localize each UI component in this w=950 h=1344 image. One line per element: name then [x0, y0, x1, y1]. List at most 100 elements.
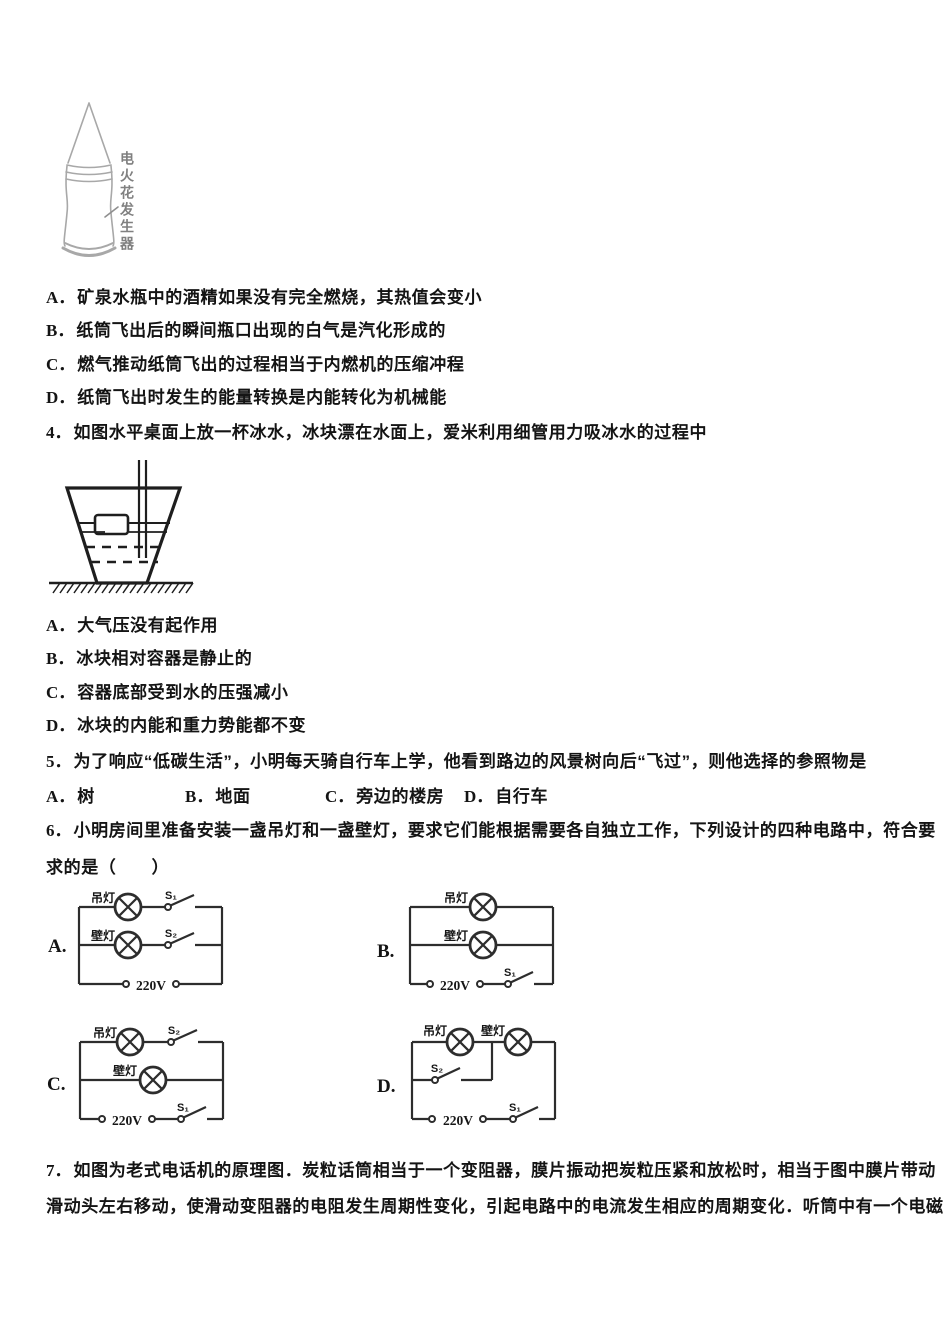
ceiling-lamp-icon [445, 1027, 475, 1057]
question-text: 求的是（ ） [46, 858, 170, 877]
question-text: 为了响应“低碳生活”，小明每天骑自行车上学，他看到路边的风景树向后“飞过”，则他… [73, 752, 867, 771]
ice-cube [93, 513, 130, 536]
question-text: 滑动头左右移动，使滑动变阻器的电阻发生周期性变化，引起电路中的电流发生相应的周期… [46, 1197, 944, 1216]
switch-s1-icon [164, 893, 195, 911]
q4-stem: 4．如图水平桌面上放一杯冰水，冰块漂在水面上，爱米利用细管用力吸冰水的过程中 [46, 422, 707, 443]
circuit-wires [408, 905, 555, 986]
option-text: 自行车 [495, 787, 549, 806]
ceiling-lamp-icon [468, 892, 498, 922]
question-number: 6． [46, 821, 72, 840]
option-text: 冰块相对容器是静止的 [76, 649, 253, 668]
battery-terminal [148, 1115, 156, 1123]
q7-stem-line1: 7．如图为老式电话机的原理图．炭粒话筒相当于一个变阻器，膜片振动把炭粒压紧和放松… [46, 1160, 936, 1181]
bottle-right-side [109, 165, 115, 247]
q6-stem-line2: 求的是（ ） [46, 857, 169, 878]
option-letter: D． [464, 787, 494, 806]
question-number: 5． [46, 752, 72, 771]
battery-terminal [476, 980, 484, 988]
option-text: 纸筒飞出后的瞬间瓶口出现的白气是汽化形成的 [76, 321, 446, 340]
option-letter: B． [46, 321, 75, 340]
option-letter: B． [46, 649, 75, 668]
option-letter: A． [46, 288, 76, 307]
battery-terminal [172, 980, 180, 988]
switch-s1-icon [509, 1106, 539, 1123]
q4-option-c: C．容器底部受到水的压强减小 [46, 682, 288, 703]
circuit-a-figure: 吊灯 壁灯 S₁ S₂ 220V [77, 890, 224, 993]
bottle-left-side [63, 165, 69, 247]
s1-label: S₁ [165, 890, 177, 902]
option-text: 冰块的内能和重力势能都不变 [77, 716, 307, 735]
q3-option-c: C．燃气推动纸筒飞出的过程相当于内燃机的压缩冲程 [46, 354, 464, 375]
q3-option-a: A．矿泉水瓶中的酒精如果没有完全燃烧，其热值会变小 [46, 287, 482, 308]
q7-stem-line2: 滑动头左右移动，使滑动变阻器的电阻发生周期性变化，引起电路中的电流发生相应的周期… [46, 1196, 944, 1217]
voltage-label: 220V [440, 978, 470, 993]
ceiling-lamp-label: 吊灯 [444, 890, 468, 905]
option-text: 矿泉水瓶中的酒精如果没有完全燃烧，其热值会变小 [77, 288, 483, 307]
option-letter: A． [46, 616, 76, 635]
voltage-label: 220V [112, 1113, 142, 1128]
bottle-neck-rings [65, 164, 113, 183]
ceiling-lamp-label: 吊灯 [91, 890, 115, 905]
s1-label: S₁ [504, 967, 516, 979]
switch-s1-icon [504, 971, 534, 988]
ceiling-lamp-label: 吊灯 [93, 1025, 117, 1040]
option-text: 旁边的楼房 [356, 787, 445, 806]
q6-stem-line1: 6．小明房间里准备安装一盏吊灯和一盏壁灯，要求它们能根据需要各自独立工作，下列设… [46, 820, 936, 841]
option-letter: C． [46, 355, 76, 374]
option-text: 纸筒飞出时发生的能量转换是内能转化为机械能 [77, 388, 447, 407]
q3-option-d: D．纸筒飞出时发生的能量转换是内能转化为机械能 [46, 387, 447, 408]
circuit-wires [77, 905, 224, 986]
voltage-label: 220V [443, 1113, 473, 1128]
s1-label: S₁ [177, 1102, 189, 1114]
question-text: 如图为老式电话机的原理图．炭粒话筒相当于一个变阻器，膜片振动把炭粒压紧和放松时，… [73, 1161, 936, 1180]
question-number: 4． [46, 423, 72, 442]
bottle-bottom-band [61, 246, 117, 257]
paper-cone-shape [67, 102, 111, 164]
voltage-label: 220V [136, 978, 166, 993]
switch-s2-icon [164, 931, 195, 949]
s2-label: S₂ [165, 928, 177, 940]
switch-s1-icon [177, 1106, 207, 1123]
option-text: 大气压没有起作用 [77, 616, 219, 635]
battery-terminal [98, 1115, 106, 1123]
option-letter: D． [46, 716, 76, 735]
wall-lamp-icon [113, 930, 143, 960]
wall-lamp-icon [138, 1065, 168, 1095]
s2-label: S₂ [168, 1025, 180, 1037]
battery-terminal [426, 980, 434, 988]
option-letter: D． [46, 388, 76, 407]
s1-label: S₁ [509, 1102, 521, 1114]
battery-terminal [122, 980, 130, 988]
option-letter: C． [46, 683, 76, 702]
q5-option-a: A．树 [46, 786, 95, 807]
wall-lamp-label: 壁灯 [481, 1023, 505, 1038]
ceiling-lamp-label: 吊灯 [423, 1023, 447, 1038]
wall-lamp-label: 壁灯 [113, 1063, 137, 1078]
wall-lamp-label: 壁灯 [444, 928, 468, 943]
circuit-b-label: B. [377, 941, 395, 962]
circuit-wires [410, 1040, 557, 1121]
q4-option-d: D．冰块的内能和重力势能都不变 [46, 715, 306, 736]
battery-terminal [428, 1115, 436, 1123]
switch-s2-icon [167, 1028, 198, 1046]
circuit-wires [78, 1040, 225, 1121]
bottle-figure-label: 电火花发生器 [119, 151, 135, 253]
wall-lamp-icon [468, 930, 498, 960]
circuit-c-figure: 吊灯 壁灯 S₂ S₁ 220V [78, 1025, 225, 1128]
option-letter: A． [46, 787, 76, 806]
q5-stem: 5．为了响应“低碳生活”，小明每天骑自行车上学，他看到路边的风景树向后“飞过”，… [46, 751, 867, 772]
ground-hatching [52, 582, 194, 594]
q5-option-d: D．自行车 [464, 786, 548, 807]
q5-option-b: B．地面 [185, 786, 251, 807]
bottle-figure [61, 102, 119, 257]
s2-label: S₂ [431, 1063, 443, 1075]
circuit-a-label: A. [48, 936, 67, 957]
option-text: 容器底部受到水的压强减小 [77, 683, 289, 702]
battery-terminal [479, 1115, 487, 1123]
q4-option-b: B．冰块相对容器是静止的 [46, 648, 252, 669]
q5-option-c: C．旁边的楼房 [325, 786, 444, 807]
circuit-c-label: C. [47, 1074, 66, 1095]
option-letter: B． [185, 787, 214, 806]
question-number: 7． [46, 1161, 72, 1180]
